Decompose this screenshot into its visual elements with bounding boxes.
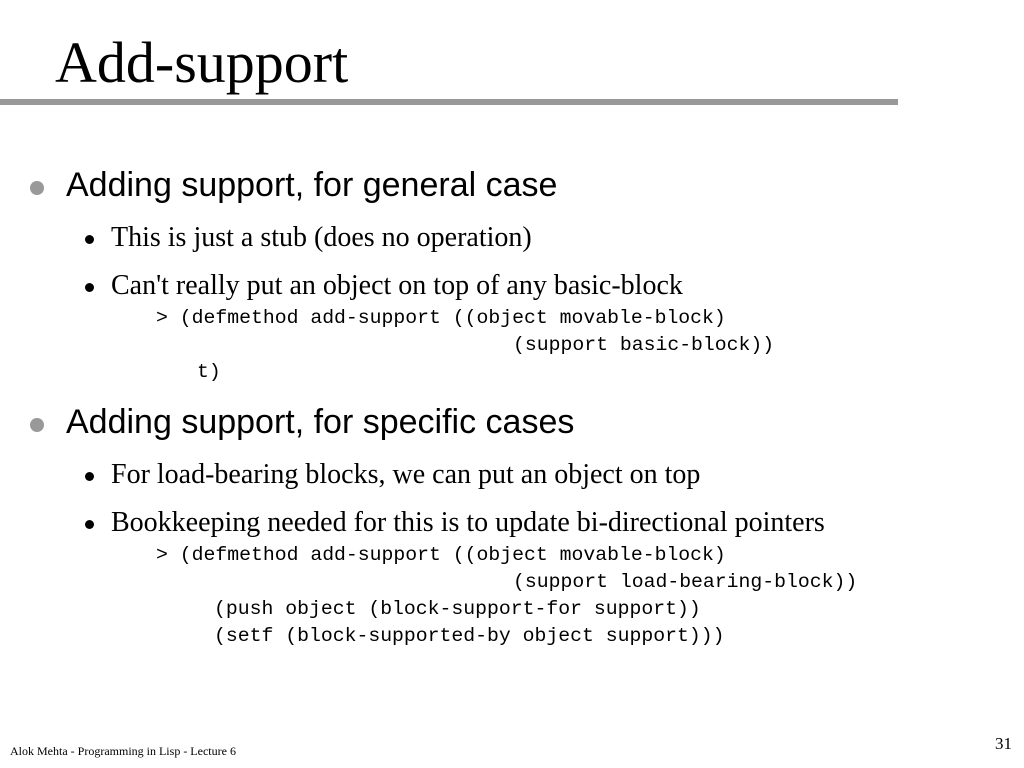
- subbullet-text: This is just a stub (does no operation): [111, 222, 532, 253]
- code-line: (support basic-block)): [513, 334, 775, 356]
- code-line: t): [197, 361, 221, 383]
- bullet-text: Adding support, for specific cases: [66, 403, 575, 441]
- bullet-dot-icon: [85, 520, 94, 529]
- page-number: 31: [995, 734, 1012, 753]
- bullet-dot-icon: [85, 283, 94, 292]
- code-line: (support load-bearing-block)): [513, 571, 858, 593]
- bullet-dot-icon: [30, 418, 44, 432]
- bullet-dot-icon: [85, 235, 94, 244]
- code-line: (setf (block-supported-by object support…: [214, 625, 725, 647]
- footer-text: Alok Mehta - Programming in Lisp - Lectu…: [10, 744, 236, 758]
- code-line: > (defmethod add-support ((object movabl…: [156, 544, 726, 566]
- bullet-dot-icon: [30, 181, 44, 195]
- subbullet-text: For load-bearing blocks, we can put an o…: [111, 459, 701, 490]
- code-line: > (defmethod add-support ((object movabl…: [156, 307, 726, 329]
- code-line: (push object (block-support-for support)…: [214, 598, 701, 620]
- subbullet-text: Can't really put an object on top of any…: [111, 270, 683, 301]
- slide-title: Add-support: [55, 30, 349, 95]
- bullet-dot-icon: [85, 472, 94, 481]
- subbullet-text: Bookkeeping needed for this is to update…: [111, 507, 825, 538]
- title-underline: [0, 99, 898, 105]
- bullet-text: Adding support, for general case: [66, 166, 558, 204]
